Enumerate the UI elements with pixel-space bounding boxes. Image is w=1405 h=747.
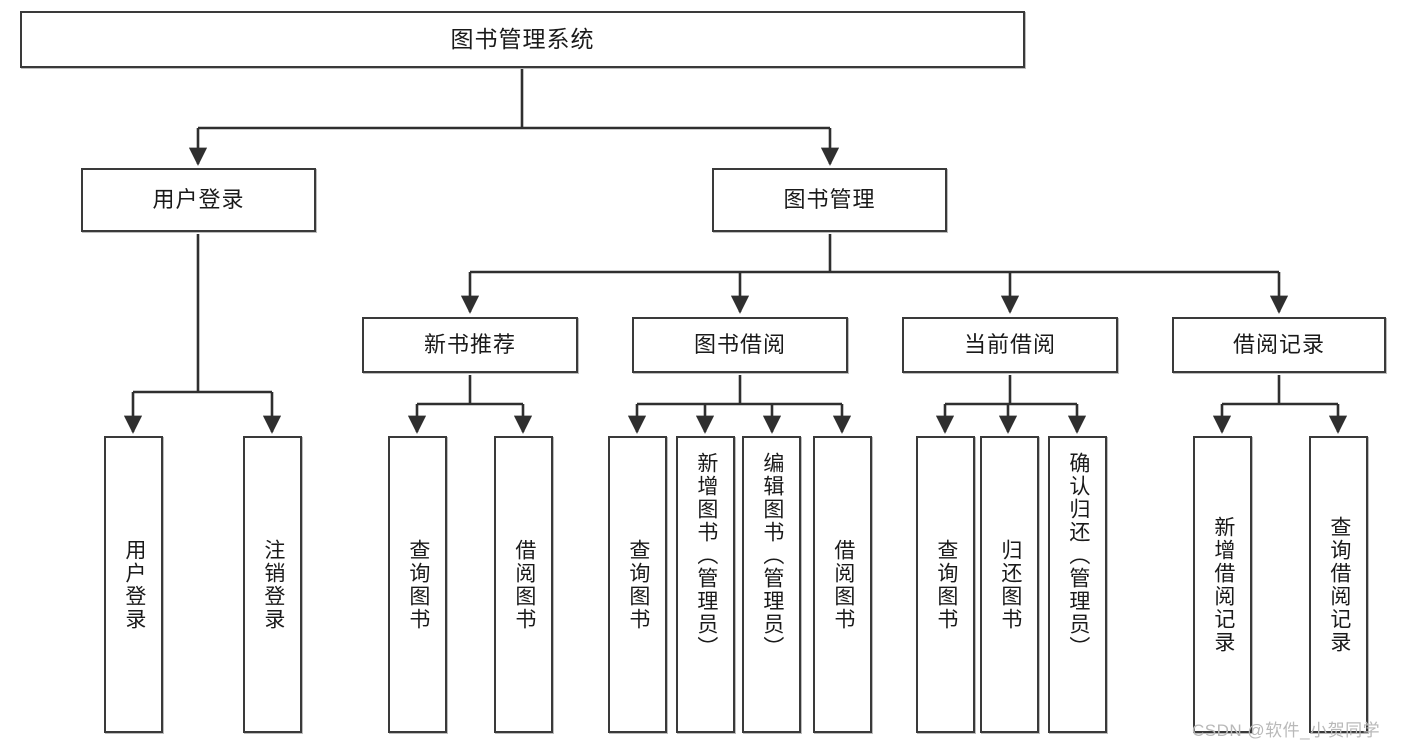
leaf-query-book-b[interactable]: 查询图书 [608, 436, 667, 733]
node-book-manage-label: 图书管理 [783, 186, 876, 212]
node-root-label: 图书管理系统 [450, 25, 595, 52]
node-book-manage[interactable]: 图书管理 [712, 168, 947, 232]
node-borrow-record[interactable]: 借阅记录 [1172, 317, 1386, 373]
leaf-add-book-label: 新增图书（管理员） [694, 452, 718, 659]
leaf-query-book-c-label: 查询图书 [934, 538, 958, 631]
leaf-edit-book[interactable]: 编辑图书（管理员） [742, 436, 801, 733]
leaf-edit-book-label: 编辑图书（管理员） [760, 452, 784, 659]
leaf-borrow-book-b-label: 借阅图书 [831, 538, 855, 631]
leaf-user-login[interactable]: 用户登录 [104, 436, 163, 733]
node-new-book-recommend[interactable]: 新书推荐 [362, 317, 578, 373]
leaf-borrow-book-a[interactable]: 借阅图书 [494, 436, 553, 733]
csdn-watermark: CSDN @软件_小贺同学 [1192, 721, 1381, 740]
leaf-query-book-a[interactable]: 查询图书 [388, 436, 447, 733]
leaf-return-book-label: 归还图书 [998, 538, 1022, 631]
leaf-return-book[interactable]: 归还图书 [980, 436, 1039, 733]
leaf-query-record[interactable]: 查询借阅记录 [1309, 436, 1368, 733]
leaf-logout[interactable]: 注销登录 [243, 436, 302, 733]
leaf-add-record-label: 新增借阅记录 [1211, 515, 1235, 654]
leaf-confirm-return[interactable]: 确认归还（管理员） [1048, 436, 1107, 733]
node-user-login-label: 用户登录 [152, 186, 245, 212]
node-book-borrow[interactable]: 图书借阅 [632, 317, 848, 373]
node-root[interactable]: 图书管理系统 [20, 11, 1025, 68]
node-current-borrow-label: 当前借阅 [963, 331, 1056, 357]
leaf-add-record[interactable]: 新增借阅记录 [1193, 436, 1252, 733]
leaf-query-record-label: 查询借阅记录 [1327, 515, 1351, 654]
leaf-borrow-book-a-label: 借阅图书 [512, 538, 536, 631]
leaf-query-book-c[interactable]: 查询图书 [916, 436, 975, 733]
leaf-logout-label: 注销登录 [261, 538, 285, 631]
leaf-confirm-return-label: 确认归还（管理员） [1066, 452, 1090, 659]
leaf-borrow-book-b[interactable]: 借阅图书 [813, 436, 872, 733]
node-borrow-record-label: 借阅记录 [1232, 331, 1325, 357]
node-book-borrow-label: 图书借阅 [693, 331, 786, 357]
leaf-query-book-b-label: 查询图书 [626, 538, 650, 631]
node-current-borrow[interactable]: 当前借阅 [902, 317, 1118, 373]
node-new-book-recommend-label: 新书推荐 [423, 331, 516, 357]
leaf-query-book-a-label: 查询图书 [406, 538, 430, 631]
leaf-add-book[interactable]: 新增图书（管理员） [676, 436, 735, 733]
node-user-login[interactable]: 用户登录 [81, 168, 316, 232]
leaf-user-login-label: 用户登录 [122, 538, 146, 631]
